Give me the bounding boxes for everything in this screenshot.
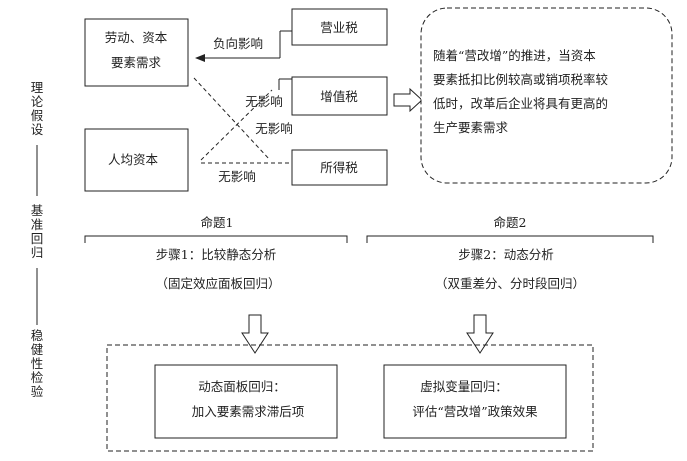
business-tax-box: 营业税	[291, 8, 388, 46]
svg-text:健: 健	[31, 342, 44, 357]
svg-text:生产要素需求: 生产要素需求	[433, 120, 509, 135]
reform-note-box: 随着“营改增”的推进，当资本 要素抵扣比例较高或销项税率较 低时，改革后企业将具…	[420, 7, 673, 184]
proposition-2-bracket	[366, 235, 654, 243]
side-label-baseline: 基 准 回 归	[31, 203, 44, 260]
proposition-2-title: 命题2	[494, 215, 527, 230]
side-label-robust: 稳 健 性 检 验	[31, 328, 44, 399]
no-effect-label: 无影响	[245, 94, 283, 109]
income-tax-box: 所得税	[291, 149, 388, 186]
svg-text:归: 归	[31, 245, 44, 260]
no-effect-label: 无影响	[218, 169, 256, 184]
hollow-down-arrow	[466, 314, 494, 354]
svg-text:准: 准	[31, 217, 44, 232]
svg-text:回: 回	[31, 231, 44, 246]
robustness-dashed-region	[106, 344, 594, 452]
step-2-method: （双重差分、分时段回归）	[435, 276, 585, 291]
svg-text:加入要素需求滞后项: 加入要素需求滞后项	[192, 404, 305, 419]
svg-text:设: 设	[31, 122, 44, 137]
per-capita-capital-box: 人均资本	[84, 128, 189, 192]
no-effect-dashed-line	[193, 77, 271, 161]
negative-effect-label: 负向影响	[213, 36, 263, 51]
svg-text:理: 理	[31, 80, 44, 95]
dummy-regression-box: 虚拟变量回归： 评估“营改增”政策效果	[383, 364, 567, 439]
svg-text:评估“营改增”政策效果: 评估“营改增”政策效果	[412, 404, 538, 419]
svg-text:要素需求: 要素需求	[111, 55, 162, 70]
svg-text:基: 基	[31, 203, 44, 218]
svg-text:验: 验	[31, 384, 44, 399]
svg-text:所得税: 所得税	[320, 160, 358, 175]
dynamic-panel-box: 动态面板回归： 加入要素需求滞后项	[154, 364, 338, 439]
svg-text:假: 假	[31, 108, 44, 123]
vat-box: 增值税	[291, 76, 388, 116]
step-2-text: 步骤2：动态分析	[458, 247, 553, 262]
no-effect-label: 无影响	[255, 121, 293, 136]
svg-text:动态面板回归：: 动态面板回归：	[198, 379, 286, 394]
proposition-1-bracket	[84, 235, 348, 243]
svg-text:劳动、资本: 劳动、资本	[105, 30, 168, 45]
svg-text:稳: 稳	[31, 328, 44, 343]
hollow-down-arrow	[241, 314, 269, 354]
hollow-right-arrow	[393, 87, 423, 113]
proposition-1-title: 命题1	[201, 215, 234, 230]
step-1-method: （固定效应面板回归）	[155, 276, 280, 291]
step-1-text: 步骤1：比较静态分析	[156, 247, 276, 262]
svg-text:性: 性	[31, 356, 44, 371]
svg-text:人均资本: 人均资本	[108, 152, 159, 167]
labor-capital-demand-box: 劳动、资本 要素需求	[84, 18, 189, 87]
no-effect-dashed-line	[200, 89, 273, 161]
svg-text:论: 论	[31, 94, 44, 109]
side-label-theory: 理 论 假 设	[31, 80, 44, 137]
svg-text:低时，改革后企业将具有更高的: 低时，改革后企业将具有更高的	[433, 96, 608, 111]
svg-text:增值税: 增值税	[320, 89, 358, 104]
svg-text:随着“营改增”的推进，当资本: 随着“营改增”的推进，当资本	[433, 48, 596, 63]
svg-text:虚拟变量回归：: 虚拟变量回归：	[420, 379, 508, 394]
svg-text:营业税: 营业税	[320, 20, 358, 35]
svg-text:要素抵扣比例较高或销项税率较: 要素抵扣比例较高或销项税率较	[433, 72, 609, 87]
svg-text:检: 检	[31, 370, 44, 385]
